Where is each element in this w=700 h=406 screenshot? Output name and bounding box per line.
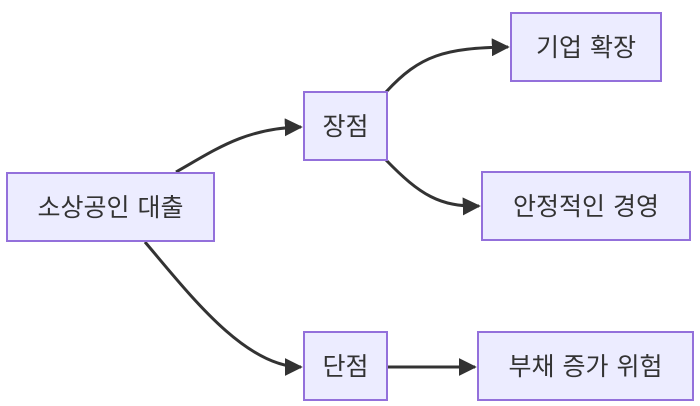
- node-label: 부채 증가 위험: [508, 351, 663, 381]
- edge-advantage-to-stable: [384, 158, 481, 216]
- edge-loan-to-advantage: [175, 118, 303, 174]
- node-label: 단점: [322, 351, 369, 381]
- node-label: 장점: [322, 111, 369, 141]
- edge-loan-to-disadvantage: [143, 241, 303, 376]
- node-stable-management: 안정적인 경영: [481, 171, 691, 241]
- node-business-expansion: 기업 확장: [510, 12, 662, 82]
- node-disadvantage: 단점: [303, 331, 388, 401]
- node-label: 소상공인 대출: [37, 192, 184, 222]
- edge-advantage-to-expansion: [384, 38, 510, 94]
- node-label: 안정적인 경영: [513, 191, 659, 221]
- node-small-business-loan: 소상공인 대출: [6, 172, 215, 242]
- node-advantage: 장점: [303, 91, 388, 161]
- node-debt-increase-risk: 부채 증가 위험: [477, 331, 694, 401]
- node-label: 기업 확장: [536, 32, 636, 62]
